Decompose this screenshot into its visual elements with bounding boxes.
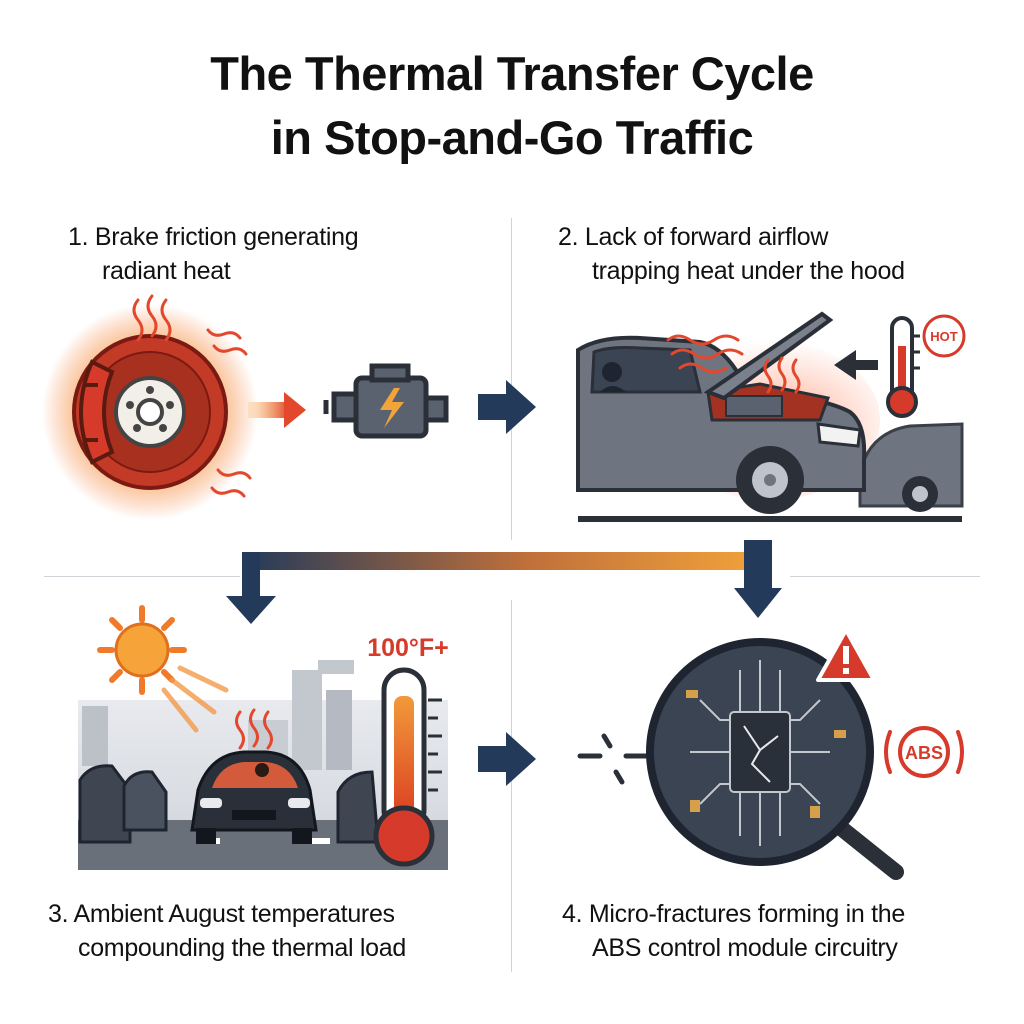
heat-transfer-arrow-1 bbox=[248, 392, 306, 428]
navy-arrow-3 bbox=[478, 732, 536, 786]
step-3-caption: 3. Ambient August temperatures compoundi… bbox=[48, 897, 406, 965]
step-2-line-2: trapping heat under the hood bbox=[592, 257, 905, 285]
abs-light-label: ABS bbox=[905, 743, 943, 763]
traffic-jam-icon bbox=[78, 660, 448, 870]
heat-waves-traffic bbox=[235, 708, 273, 750]
airflow-blocked-arrow bbox=[834, 350, 878, 380]
warning-triangle-icon bbox=[816, 628, 876, 682]
page-title: The Thermal Transfer Cycle in Stop-and-G… bbox=[0, 42, 1024, 170]
cycle-connector-pipe bbox=[226, 540, 782, 624]
step-2-caption: 2. Lack of forward airflow trapping heat… bbox=[558, 220, 905, 288]
hot-badge-label: HOT bbox=[930, 329, 958, 344]
grid-divider-vertical-top bbox=[511, 218, 512, 540]
step-1-line-1: 1. Brake friction generating bbox=[68, 223, 359, 251]
navy-arrow-1 bbox=[478, 380, 536, 434]
circuit-board-icon bbox=[646, 638, 874, 866]
title-line-1: The Thermal Transfer Cycle bbox=[210, 47, 814, 100]
grid-divider-vertical-bottom bbox=[511, 600, 512, 972]
hot-badge: HOT bbox=[922, 314, 966, 358]
step-1-caption: 1. Brake friction generating radiant hea… bbox=[68, 220, 359, 288]
abs-warning-light-icon: ABS bbox=[884, 726, 964, 778]
step-3-line-1: 3. Ambient August temperatures bbox=[48, 900, 395, 928]
step-4-line-1: 4. Micro-fractures forming in the bbox=[562, 900, 905, 928]
engine-warning-icon bbox=[323, 363, 449, 439]
brake-disc-icon bbox=[42, 304, 258, 520]
grid-divider-horizontal-right bbox=[790, 576, 980, 577]
sun-rays bbox=[161, 665, 229, 733]
heat-waves-hood bbox=[666, 334, 801, 394]
magnifying-glass-icon bbox=[828, 816, 904, 880]
large-thermometer-icon bbox=[373, 667, 442, 867]
step-2-line-1: 2. Lack of forward airflow bbox=[558, 223, 829, 251]
title-line-2: in Stop-and-Go Traffic bbox=[270, 111, 754, 164]
open-hood-car-icon bbox=[576, 311, 964, 522]
step-4-line-2: ABS control module circuitry bbox=[592, 934, 898, 962]
broken-wire-icon bbox=[577, 733, 653, 785]
heat-waves-brake bbox=[132, 294, 252, 498]
sun-icon bbox=[97, 605, 187, 695]
step-3-line-2: compounding the thermal load bbox=[78, 934, 406, 962]
step-4-caption: 4. Micro-fractures forming in the ABS co… bbox=[562, 897, 905, 965]
step-1-line-2: radiant heat bbox=[102, 257, 231, 285]
temperature-label: 100°F+ bbox=[367, 634, 449, 662]
grid-divider-horizontal-left bbox=[44, 576, 240, 577]
thermometer-icon bbox=[886, 316, 920, 418]
